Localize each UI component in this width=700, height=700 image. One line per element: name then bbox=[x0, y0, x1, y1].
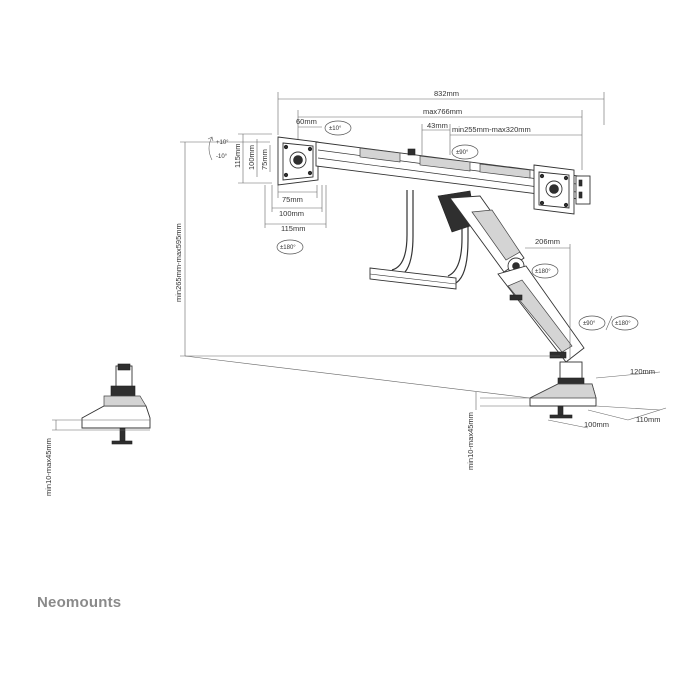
desk-thickness-right-lines bbox=[184, 355, 531, 410]
desk-thickness-right-label: min10-max45mm bbox=[466, 412, 475, 470]
width-dimension-lines bbox=[277, 92, 605, 170]
rotate-180-base-badge: ±180° bbox=[611, 315, 639, 331]
right-vesa-plate bbox=[533, 164, 591, 215]
arm-reach-label: 206mm bbox=[535, 237, 560, 246]
gas-spring-arm bbox=[437, 190, 585, 363]
tilt-down-label: -10° bbox=[216, 154, 228, 160]
width-100-label: 100mm bbox=[279, 209, 304, 218]
width-max-label: max766mm bbox=[423, 107, 462, 116]
swivel-90-arm-badge: ±90° bbox=[578, 315, 606, 331]
base-width-100-label: 100mm bbox=[584, 420, 609, 429]
desk-clamp-drawing bbox=[52, 363, 151, 445]
vesa-top-label: 60mm bbox=[296, 117, 317, 126]
clamp-collar bbox=[110, 385, 136, 397]
brand-logo: Neomounts bbox=[37, 594, 122, 611]
width-total-label: 832mm bbox=[434, 89, 459, 98]
bar-span-label: min255mm-max320mm bbox=[452, 125, 531, 134]
base-dimension-lines bbox=[547, 371, 667, 429]
desk-base bbox=[529, 361, 597, 419]
svg-text:±10°: ±10° bbox=[329, 126, 342, 132]
tilt-indicator bbox=[207, 136, 214, 161]
height-range-lines bbox=[180, 141, 560, 357]
base-width-110-label: 110mm bbox=[636, 415, 660, 424]
svg-text:±90°: ±90° bbox=[456, 150, 469, 156]
height-75-label: 75mm bbox=[260, 149, 269, 170]
arm-reach-lines bbox=[525, 244, 571, 360]
tilt-10-badge: ±10° bbox=[324, 120, 352, 136]
desk-thickness-left-label: min10-max45mm bbox=[44, 438, 53, 496]
width-115-label: 115mm bbox=[281, 224, 305, 233]
svg-text:±180°: ±180° bbox=[280, 245, 296, 251]
vesa-dimension-lines bbox=[238, 133, 327, 228]
tilt-up-label: +10° bbox=[216, 140, 229, 146]
svg-text:±90°: ±90° bbox=[583, 321, 596, 327]
clamp-pole-cap bbox=[117, 363, 131, 371]
rotate-180-screen-badge: ±180° bbox=[276, 239, 304, 255]
clamp-top bbox=[103, 395, 147, 407]
svg-text:±180°: ±180° bbox=[615, 321, 631, 327]
svg-text:±180°: ±180° bbox=[535, 269, 551, 275]
clamp-plate bbox=[81, 405, 151, 429]
carry-handle bbox=[369, 190, 469, 290]
swivel-90-top-badge: ±90° bbox=[451, 144, 479, 160]
clamp-handle bbox=[111, 440, 133, 445]
left-vesa-plate bbox=[277, 136, 319, 186]
height-range-label: min265mm-max595mm bbox=[174, 223, 183, 302]
bar-offset-label: 43mm bbox=[427, 121, 448, 130]
base-depth-label: 120mm bbox=[630, 367, 655, 376]
height-100-label: 100mm bbox=[247, 145, 256, 170]
rotate-180-arm-badge: ±180° bbox=[531, 263, 559, 279]
height-115-label: 115mm bbox=[233, 144, 242, 168]
width-75-label: 75mm bbox=[282, 195, 303, 204]
